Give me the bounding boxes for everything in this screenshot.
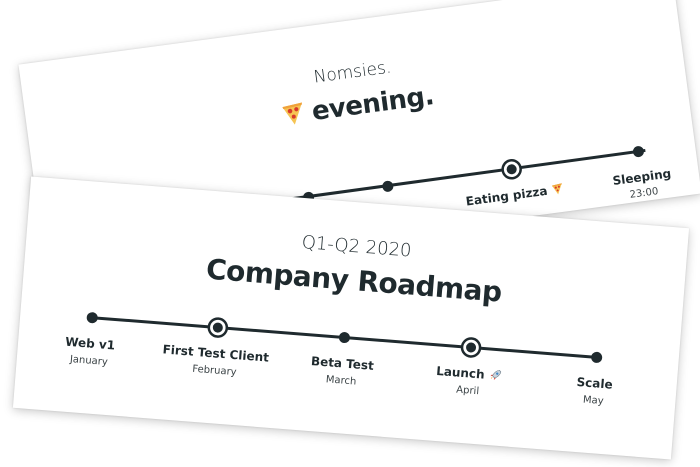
milestone-sub-beta-test: March bbox=[325, 374, 357, 388]
front-milestone-ring-center bbox=[212, 322, 223, 333]
back-card-title-row: evening. bbox=[27, 45, 686, 168]
front-milestone-dot bbox=[86, 312, 98, 324]
back-milestone-dot bbox=[632, 146, 644, 158]
back-milestone-label-eating: Eating pizza bbox=[465, 182, 565, 209]
milestone-label-scale: Scale bbox=[576, 374, 614, 392]
rocket-icon bbox=[488, 368, 502, 382]
front-timeline-card: Q1-Q2 2020 Company Roadmap Web v1 Januar… bbox=[12, 176, 690, 460]
pizza-icon bbox=[278, 99, 307, 128]
milestone-sub-scale: May bbox=[582, 394, 604, 408]
front-milestone-dot bbox=[338, 332, 350, 344]
front-milestone-ring-center bbox=[466, 342, 477, 353]
back-milestone-ring-center bbox=[506, 164, 517, 175]
back-timeline-card: Nomsies. evening. Eating pizza bbox=[18, 0, 700, 281]
front-milestone-dot bbox=[591, 351, 603, 363]
milestone-sub-launch: April bbox=[455, 384, 480, 398]
back-milestone-dot bbox=[382, 180, 394, 192]
milestone-label-launch: Launch bbox=[436, 364, 503, 383]
pizza-icon bbox=[551, 182, 566, 197]
front-timeline bbox=[86, 312, 603, 363]
